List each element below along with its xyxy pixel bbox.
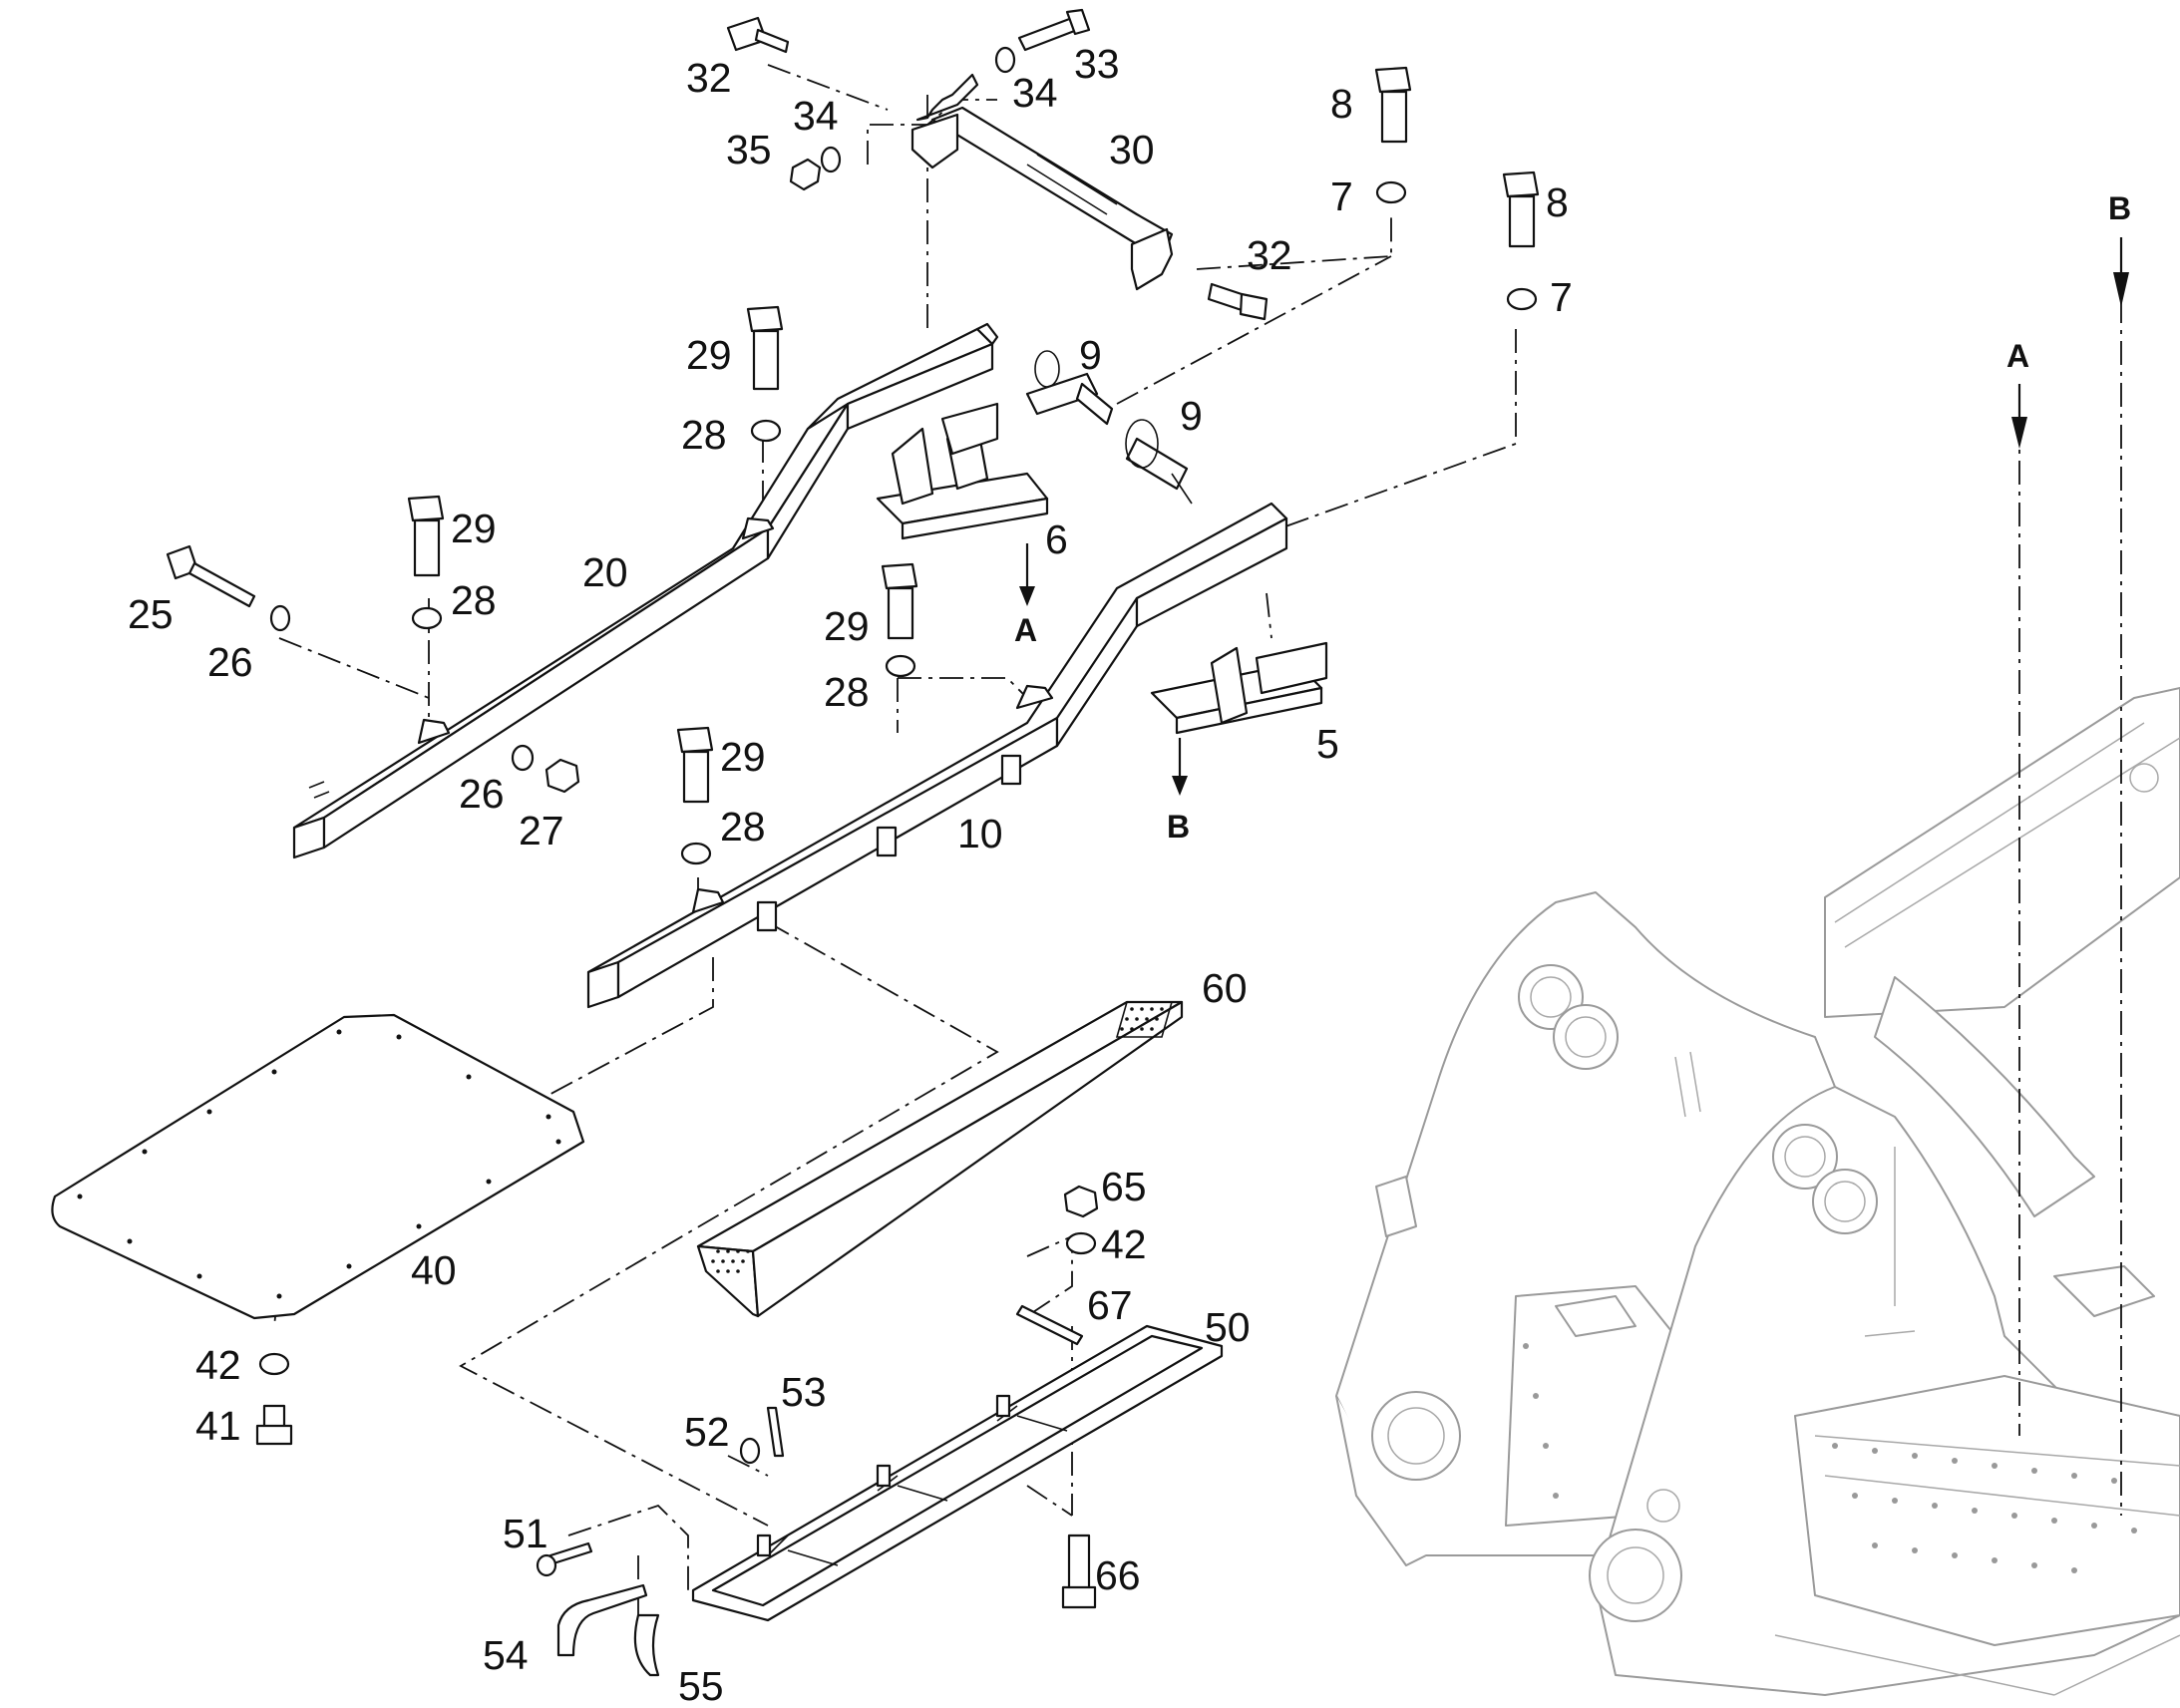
bolt-66 [1061,1534,1097,1609]
callout-5: 5 [1316,721,1339,767]
part-60-step-tread [696,1000,1184,1318]
callout-67: 67 [1087,1282,1133,1328]
part-6-mounting-bracket [876,402,1049,540]
bolt-29-b [407,495,445,577]
callout-28: 28 [720,804,766,850]
callout-42: 42 [195,1342,241,1388]
label-a-top: A [1014,612,1037,648]
bolt-41 [255,1404,293,1446]
bolt-25 [166,544,256,608]
part-5-mounting-bracket [1150,641,1328,735]
callout-27: 27 [519,808,564,854]
callout-30: 30 [1109,127,1155,172]
washer-42-right [1065,1231,1097,1255]
callout-26: 26 [207,639,253,685]
washer-52 [739,1437,761,1465]
callout-8: 8 [1546,179,1569,225]
washer-28-c [885,654,916,678]
nut-27 [545,758,580,794]
view-marker-a-right: A [2006,338,2029,449]
view-marker-b-right: B [2108,190,2131,307]
part-40-floor-plate [51,1013,585,1320]
callout-20: 20 [582,549,628,595]
washer-34-top [994,46,1016,74]
callout-34: 34 [793,93,839,139]
callout-35: 35 [726,127,772,172]
washer-7-right [1506,287,1538,311]
part-50-step-frame [691,1324,1224,1622]
view-marker-a-top: A [1014,543,1037,648]
label-a-right: A [2006,338,2029,374]
callout-6: 6 [1045,516,1068,562]
callout-52: 52 [684,1409,730,1455]
pin-9-upper [1025,350,1114,426]
callout-51: 51 [503,1511,548,1556]
washer-28-a [750,419,782,443]
bolt-32-right [1207,282,1269,321]
callout-65: 65 [1101,1164,1147,1209]
callout-33: 33 [1074,41,1120,87]
clip-55 [633,1613,660,1677]
label-b-bottom: B [1167,809,1190,845]
callout-29: 29 [451,506,497,551]
callout-60: 60 [1202,965,1248,1011]
washer-42-left [258,1352,290,1376]
callout-7: 7 [1550,274,1573,320]
pin-53 [766,1406,785,1458]
callout-25: 25 [128,591,174,637]
nut-35 [789,158,822,191]
callout-41: 41 [195,1403,241,1449]
machine-frame-background [1335,687,2180,1696]
callout-9: 9 [1079,332,1102,378]
callout-26: 26 [459,771,505,817]
callout-28: 28 [681,412,727,458]
bolt-8-left [1374,66,1412,144]
washer-28-d [680,842,712,865]
part-20-frame-rail [292,322,999,859]
callout-29: 29 [824,603,870,649]
pin-54 [556,1583,648,1657]
callout-7: 7 [1330,173,1353,219]
callout-50: 50 [1205,1304,1251,1350]
callout-28: 28 [824,669,870,715]
callout-10: 10 [957,811,1003,856]
reference-lines [273,64,2122,1625]
washer-26-upper [269,604,291,632]
bolt-29-d [676,726,714,804]
washer-7-left [1375,180,1407,204]
callout-28: 28 [451,577,497,623]
label-b-right: B [2108,190,2131,226]
view-marker-b-bottom: B [1167,738,1190,845]
callout-34: 34 [1012,70,1058,116]
bolt-33 [1017,8,1091,52]
washer-28-b [411,606,443,630]
callout-29: 29 [720,734,766,780]
part-30-support-bracket [910,73,1174,291]
plate-67 [1015,1304,1084,1346]
bolt-32-top [726,16,790,54]
callout-9: 9 [1180,393,1203,439]
callout-53: 53 [781,1369,827,1415]
callout-32: 32 [1247,232,1292,278]
part-10-frame-rail [586,502,1288,1009]
callout-8: 8 [1330,81,1353,127]
callout-54: 54 [483,1632,529,1678]
callout-32: 32 [686,55,732,101]
callout-29: 29 [686,332,732,378]
bolt-29-c [881,562,918,640]
pin-9-lower [1125,419,1193,505]
bolt-51 [536,1541,593,1577]
callout-66: 66 [1095,1552,1141,1598]
nut-65 [1063,1185,1099,1218]
callout-42: 42 [1101,1221,1147,1267]
bolt-29-a [746,305,784,391]
callout-55: 55 [678,1663,724,1708]
callout-labels: 32 33 34 34 35 30 32 8 7 8 7 29 9 9 28 2… [128,41,1573,1708]
washer-34-left [820,146,842,173]
washer-26-lower [511,744,535,772]
callout-40: 40 [411,1247,457,1293]
bolt-8-right [1502,171,1540,248]
